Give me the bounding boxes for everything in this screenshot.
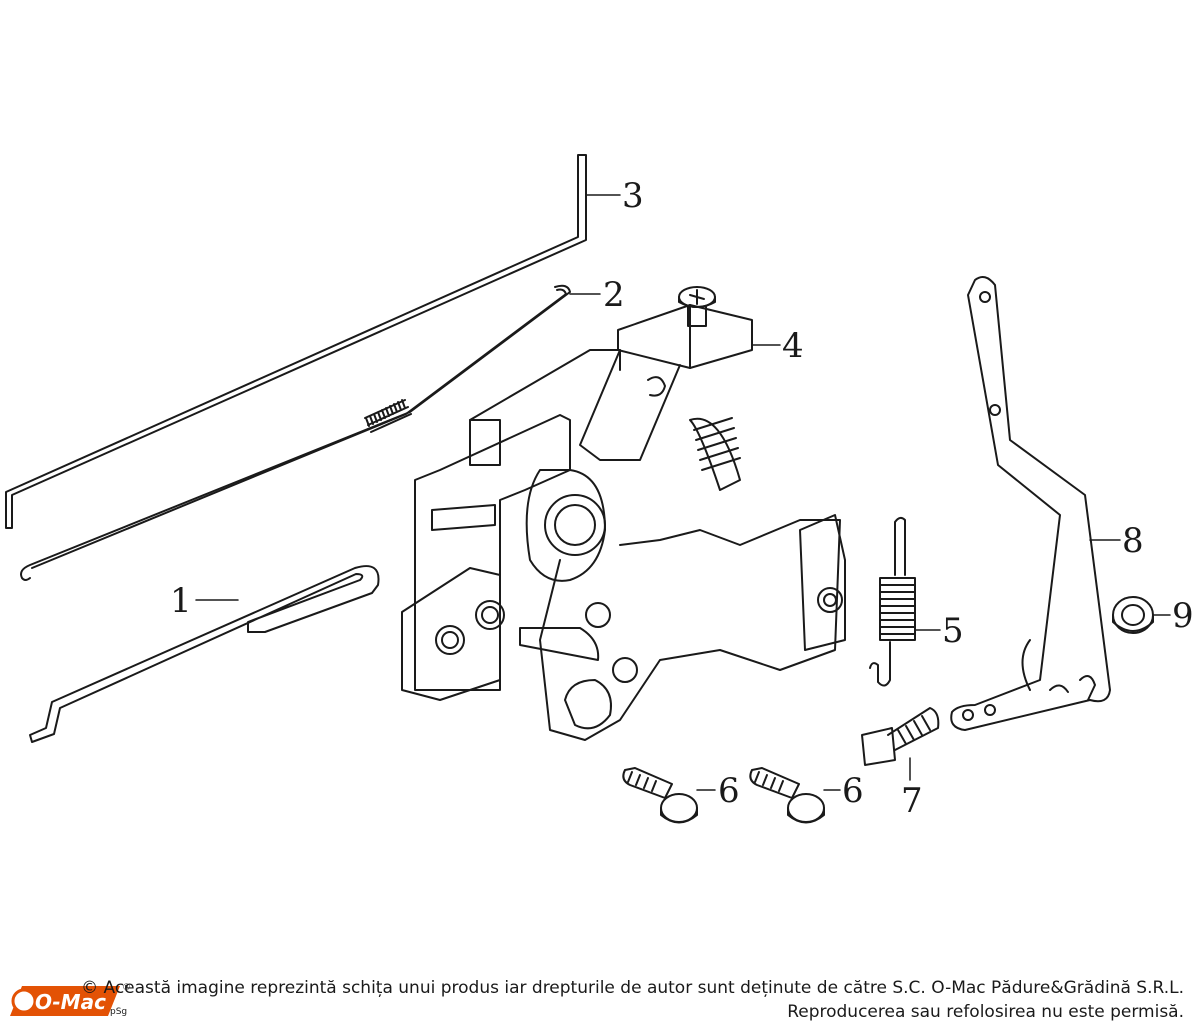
registered-mark: ® [122, 983, 131, 993]
footer: O-Mac pSg ® © Această imagine reprezintă… [0, 968, 1200, 1030]
callout-6a: 6 [718, 771, 740, 811]
copyright-notice: © Această imagine reprezintă schița unui… [81, 976, 1184, 1024]
part-5-spring [869, 516, 916, 687]
logo-suffix: pSg [110, 1007, 127, 1017]
part-8-lever-arm [950, 275, 1111, 731]
callout-3: 3 [622, 176, 644, 216]
part-6-flange-bolt-right [749, 767, 825, 824]
copyright-line-2: Reproducerea sau refolosirea nu este per… [787, 1002, 1184, 1022]
exploded-parts-diagram: 1 2 3 4 5 6 6 7 8 9 [5, 154, 1194, 824]
part-2-spring-wire [20, 284, 571, 581]
callout-6b: 6 [842, 771, 864, 811]
part-9-flange-nut [1112, 596, 1154, 634]
o-mac-logo: O-Mac pSg ® [10, 983, 131, 1017]
callout-9: 9 [1172, 596, 1194, 636]
callout-2: 2 [603, 275, 625, 315]
leader-lines [195, 194, 1171, 791]
callout-7: 7 [901, 781, 923, 821]
part-1-hooked-rod [29, 565, 380, 743]
copyright-line-1: © Această imagine reprezintă schița unui… [81, 978, 1184, 998]
part-7-bolt [861, 707, 940, 766]
callout-1: 1 [170, 581, 192, 621]
main-control-bracket [401, 349, 846, 741]
callout-labels: 1 2 3 4 5 6 6 7 8 9 [170, 176, 1194, 821]
callout-4: 4 [782, 326, 804, 366]
part-6-flange-bolt-left [622, 767, 698, 824]
logo-text: O-Mac [35, 990, 106, 1014]
part-3-control-rod [5, 154, 587, 529]
callout-5: 5 [942, 611, 964, 651]
callout-8: 8 [1122, 521, 1144, 561]
part-4-clamp-screw [579, 286, 753, 491]
